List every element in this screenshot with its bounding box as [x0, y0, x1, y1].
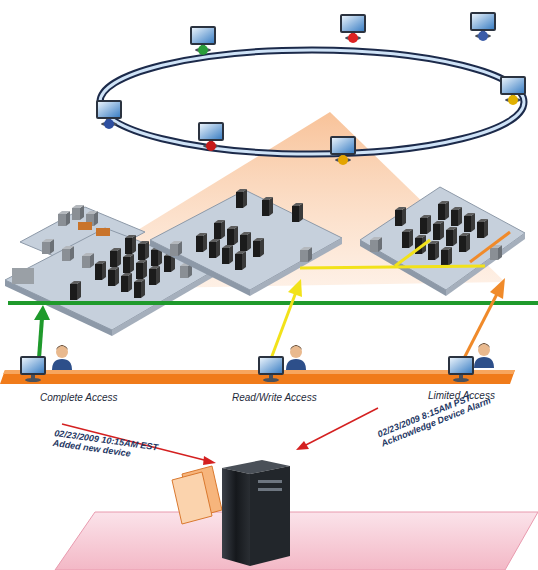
- log-entry: 02/23/2009 8:15AM PST Acknowledge Device…: [376, 377, 515, 449]
- access-label: Complete Access: [40, 392, 150, 404]
- access-label: Read/Write Access: [232, 392, 352, 404]
- log-entry: 02/23/2009 10:15AM EST Added new device: [52, 428, 182, 466]
